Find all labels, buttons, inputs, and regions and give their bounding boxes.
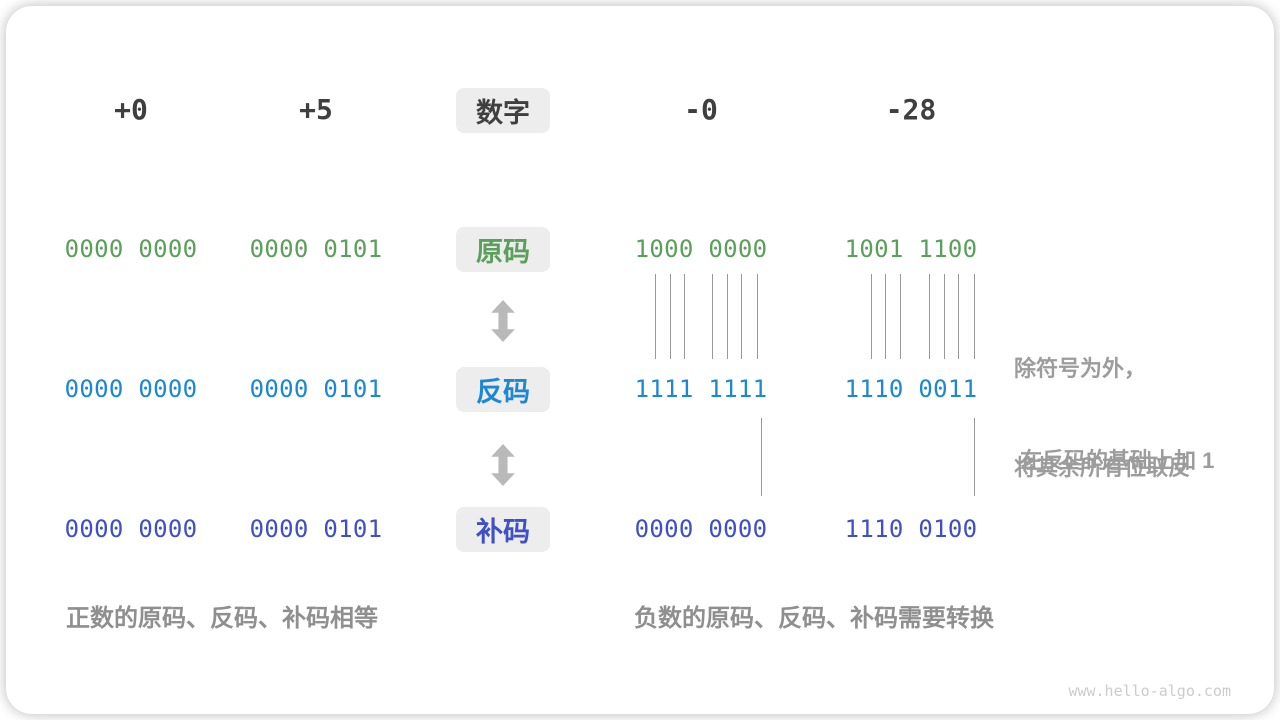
twos-complement-value-minus0: 0000 0000 (634, 515, 768, 543)
invert-bits-annotation-line1: 除符号为外， (1014, 356, 1147, 381)
sign-magnitude-value-minus0: 1000 0000 (634, 235, 768, 263)
ones-complement-value-plus5: 0000 0101 (249, 375, 383, 403)
ones-complement-value-plus0: 0000 0000 (64, 375, 198, 403)
swap-vertical-arrow-icon (491, 300, 515, 342)
twos-complement-value-plus5: 0000 0101 (249, 515, 383, 543)
header-value-plus5: +5 (299, 93, 333, 126)
bit-connector-line (670, 274, 671, 359)
positive-numbers-caption: 正数的原码、反码、补码相等 (66, 605, 378, 632)
bit-connector-line (871, 274, 872, 359)
bit-connector-line (885, 274, 886, 359)
header-value-minus28: -28 (885, 93, 937, 126)
bit-connector-line (712, 274, 713, 359)
add-one-annotation: 在反码的基础上加 1 (1020, 448, 1215, 473)
bit-connector-line (900, 274, 901, 359)
invert-bits-annotation-line2: 将其余所有位取反 (1014, 455, 1191, 480)
swap-vertical-arrow-icon (491, 444, 515, 486)
bit-connector-line (958, 274, 959, 359)
sign-magnitude-value-plus5: 0000 0101 (249, 235, 383, 263)
twos-complement-value-plus0: 0000 0000 (64, 515, 198, 543)
site-watermark: www.hello-algo.com (1068, 682, 1231, 700)
bit-connector-line (727, 274, 728, 359)
figure-card: +0 +5 数字 -0 -28 0000 0000 0000 0101 原码 1… (6, 6, 1274, 714)
ones-complement-value-minus28: 1110 0011 (844, 375, 978, 403)
bit-connector-line (974, 274, 975, 359)
negative-numbers-caption: 负数的原码、反码、补码需要转换 (634, 605, 994, 632)
header-label-number: 数字 (456, 88, 550, 133)
header-value-minus0: -0 (684, 93, 718, 126)
carry-connector-line (974, 418, 975, 496)
bit-connector-line (757, 274, 758, 359)
sign-magnitude-value-minus28: 1001 1100 (844, 235, 978, 263)
bit-connector-line (944, 274, 945, 359)
twos-complement-value-minus28: 1110 0100 (844, 515, 978, 543)
header-value-plus0: +0 (114, 93, 148, 126)
carry-connector-line (761, 418, 762, 496)
ones-complement-label: 反码 (456, 367, 550, 412)
twos-complement-label: 补码 (456, 507, 550, 552)
ones-complement-value-minus0: 1111 1111 (634, 375, 768, 403)
invert-bits-annotation: 除符号为外， 将其余所有位取反 (1014, 286, 1190, 550)
sign-magnitude-label: 原码 (456, 227, 550, 272)
bit-connector-line (684, 274, 685, 359)
bit-connector-line (655, 274, 656, 359)
bit-connector-line (929, 274, 930, 359)
bit-connector-line (741, 274, 742, 359)
sign-magnitude-value-plus0: 0000 0000 (64, 235, 198, 263)
